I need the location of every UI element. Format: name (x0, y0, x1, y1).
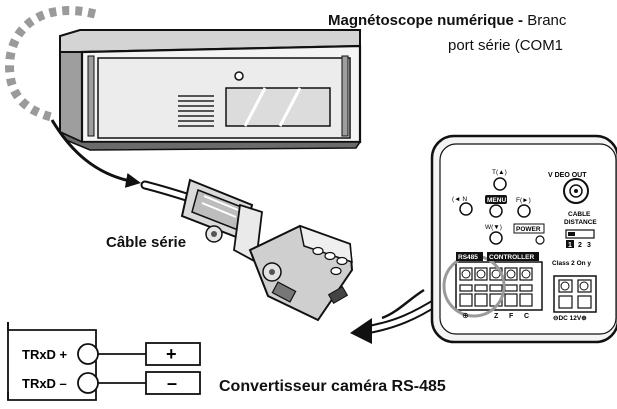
dvr-vent-grille (178, 95, 214, 127)
serial-cable-upper (50, 119, 141, 188)
label-dc12v: ⊖DC 12V⊕ (553, 315, 587, 322)
label-distance-2: 2 (578, 242, 582, 249)
label-term-z: Z (494, 313, 499, 320)
connection-arrow (381, 288, 425, 320)
btn-tele-up (493, 177, 507, 191)
power-led (535, 235, 545, 245)
camera-panel-labels: V DEO OUT T(▲) (◄ N MENU F(►) W(▼) POWER… (452, 169, 597, 322)
dvr-title-bold: Magnétoscope numérique - (328, 12, 528, 29)
dvr-subtitle: port série (COM1 (448, 37, 564, 54)
btn-far-right (517, 204, 531, 218)
label-cable: CABLE (568, 211, 591, 218)
btn-menu (489, 204, 503, 218)
cable-distance-switch (565, 229, 595, 239)
label-rs485: RS485 (458, 254, 478, 261)
btn-wide-down (489, 231, 503, 245)
btn-near-left (459, 202, 473, 216)
plus-wire-box (145, 342, 201, 366)
label-controller: CONTROLLER (489, 254, 534, 261)
camera-back-panel (430, 134, 617, 344)
trxd-plus-terminal (77, 343, 99, 365)
label-term-f: F (509, 313, 514, 320)
trxd-plus-label: TRxD + (22, 347, 68, 362)
label-distance-3: 3 (587, 242, 591, 249)
serial-cable-label: Câble série (106, 234, 187, 251)
dvr-device (59, 29, 362, 151)
label-term-c: C (524, 313, 529, 320)
dvr-power-button (234, 71, 244, 81)
label-btn-left: (◄ N (452, 196, 467, 203)
label-video-out: V DEO OUT (548, 172, 587, 179)
minus-sign: – (167, 373, 177, 393)
label-term-plus: ⊕ (462, 311, 469, 320)
rs485-converter (248, 224, 354, 322)
trxd-terminal-block: TRxD + TRxD – + – (7, 322, 201, 401)
label-distance: DISTANCE (564, 219, 597, 226)
converter-label: Convertisseur caméra RS-485 (219, 378, 446, 395)
minus-wire-box (145, 371, 201, 395)
label-btn-right: F(►) (516, 197, 531, 204)
label-power: POWER (516, 226, 541, 233)
dvr-title-rest: Branc (527, 12, 567, 29)
dvr-title: Magnétoscope numérique - Branc (328, 12, 566, 29)
label-btn-up: T(▲) (492, 169, 507, 176)
label-btn-down: W(▼) (485, 224, 502, 231)
label-menu: MENU (487, 197, 506, 204)
label-class2: Class 2 On y (552, 260, 591, 267)
label-distance-1: 1 (568, 242, 572, 249)
trxd-minus-terminal (77, 372, 99, 394)
plus-sign: + (166, 344, 177, 364)
db9-connector (180, 178, 263, 264)
trxd-minus-label: TRxD – (22, 376, 67, 391)
